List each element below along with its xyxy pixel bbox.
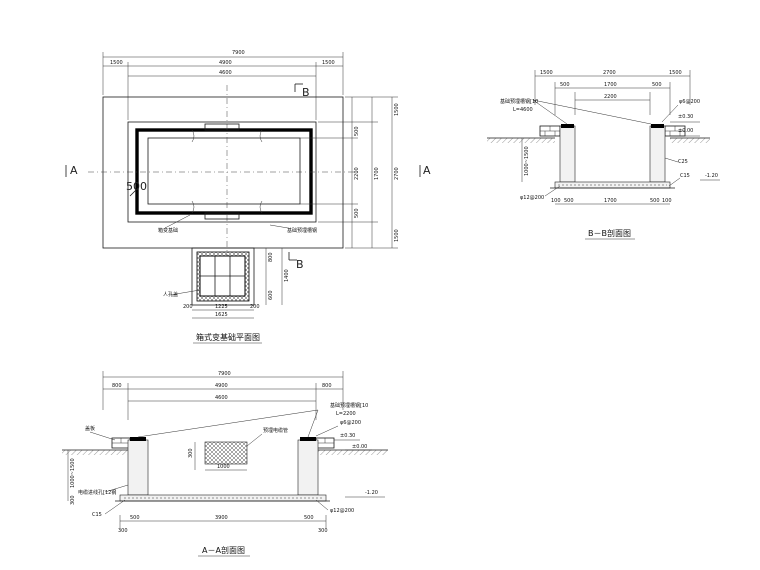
aa-label-c15: C15 (92, 512, 102, 518)
bb-dim-bottom-3: 1700 (604, 198, 617, 204)
bb-dim-mid-1: 500 (560, 82, 570, 88)
aa-label-level-030: ±0.30 (340, 433, 355, 439)
plan-pit-bottom-2: 1225 (215, 304, 228, 310)
bb-label-level-000: ±0.00 (678, 128, 693, 134)
aa-section: 7900 800 4900 800 4600 300 1000 预埋电缆管 (62, 371, 388, 557)
aa-dim-bottom-1: 500 (130, 515, 140, 521)
plan-dim-top-right: 1500 (322, 60, 335, 66)
bb-dim-left: 1000~1500 (524, 146, 530, 176)
plan-dim-top-total: 7900 (232, 50, 245, 56)
plan-dim-top-inner: 4600 (219, 70, 232, 76)
aa-label-level-120: -1.20 (365, 490, 378, 496)
plan-pit-dim-3: 600 (268, 290, 274, 300)
plan-section-a-right: A (423, 164, 431, 177)
bb-label-length: L=4600 (513, 107, 533, 113)
bb-title: B－B剖面图 (588, 228, 631, 238)
aa-label-channel: 基础预埋槽钢[10 (330, 402, 368, 409)
bb-dim-top-2: 2700 (603, 70, 616, 76)
bb-dim-bottom-5: 100 (662, 198, 672, 204)
aa-label-cable-entry: 电缆进线孔[12钢 (78, 489, 116, 496)
aa-dim-bottom-3: 500 (304, 515, 314, 521)
bb-dim-bottom-1: 100 (551, 198, 561, 204)
bb-label-c25: C25 (678, 159, 688, 165)
plan-pit-dim-1: 800 (268, 252, 274, 262)
bb-dim-bottom-4: 500 (650, 198, 660, 204)
aa-dim-bottom-4: 300 (118, 528, 128, 534)
bb-dim-mid-2: 1700 (604, 82, 617, 88)
aa-dim-bottom-2: 3900 (215, 515, 228, 521)
aa-dim-top-right: 800 (322, 383, 332, 389)
bb-dim-mid-3: 500 (652, 82, 662, 88)
aa-dim-left-depth: 1000~1500 (70, 458, 76, 488)
aa-dim-top-left: 800 (112, 383, 122, 389)
aa-label-bottom-rebar: φ12@200 (330, 508, 354, 514)
plan-dim-right-6: 500 (354, 208, 360, 218)
plan-pit-bottom-1: 200 (183, 304, 193, 310)
bb-label-c15: C15 (680, 173, 690, 179)
bb-label-channel: 基础预埋槽钢[10 (500, 98, 538, 105)
plan-label-channel: 基础预埋槽钢 (287, 227, 317, 234)
plan-dim-right-3: 2200 (354, 167, 360, 180)
bb-dim-bottom-2: 500 (564, 198, 574, 204)
bb-label-level-120: -1.20 (705, 173, 718, 179)
plan-dim-top-mid: 4900 (219, 60, 232, 66)
plan-dim-right-7: 1500 (394, 229, 400, 242)
plan-dim-right-4: 1700 (374, 167, 380, 180)
bb-section: 1500 2700 1500 500 1700 500 2200 (487, 70, 720, 240)
bb-dim-top-3: 1500 (669, 70, 682, 76)
plan-section-b-top: B (302, 86, 310, 99)
plan-section-a-left: A (70, 164, 78, 177)
plan-pit-bottom-3: 200 (250, 304, 260, 310)
bb-label-bottom-rebar: φ12@200 (520, 195, 544, 201)
plan-view: 7900 1500 4900 1500 4600 B B A A 500 (65, 50, 431, 344)
aa-label-rebar: φ6@200 (340, 420, 361, 426)
plan-label-manhole: 人孔盖 (163, 291, 178, 298)
bb-label-level-030: ±0.30 (678, 114, 693, 120)
aa-dim-mid-300: 300 (188, 448, 194, 458)
bb-dim-top-1: 1500 (540, 70, 553, 76)
plan-title: 箱式变基础平面图 (196, 332, 260, 342)
aa-label-level-000: ±0.00 (352, 444, 367, 450)
aa-label-cable-pipe: 预埋电缆管 (263, 427, 288, 434)
plan-dim-top-left: 1500 (110, 60, 123, 66)
plan-dim-right-2: 500 (354, 126, 360, 136)
aa-title: A－A剖面图 (202, 545, 245, 555)
aa-dim-bottom-5: 300 (318, 528, 328, 534)
plan-dim-right-1: 1500 (394, 103, 400, 116)
plan-label-base: 箱变基础 (158, 227, 178, 234)
aa-dim-top-mid: 4900 (215, 383, 228, 389)
bb-label-rebar: φ6@200 (679, 99, 700, 105)
aa-dim-left-300: 300 (70, 495, 76, 505)
plan-pit-dim-2: 1400 (284, 269, 290, 282)
aa-label-cover: 盖板 (85, 425, 95, 432)
plan-pit-bottom-total: 1625 (215, 312, 228, 318)
plan-section-b-bottom: B (296, 258, 304, 271)
plan-dim-right-5: 2700 (394, 167, 400, 180)
aa-dim-mid-1000: 1000 (217, 464, 230, 470)
aa-label-length: L=2200 (336, 411, 356, 417)
plan-mark-500: 500 (126, 180, 147, 193)
bb-dim-inner: 2200 (604, 94, 617, 100)
aa-dim-top-total: 7900 (218, 371, 231, 377)
aa-dim-top-inner: 4600 (215, 395, 228, 401)
